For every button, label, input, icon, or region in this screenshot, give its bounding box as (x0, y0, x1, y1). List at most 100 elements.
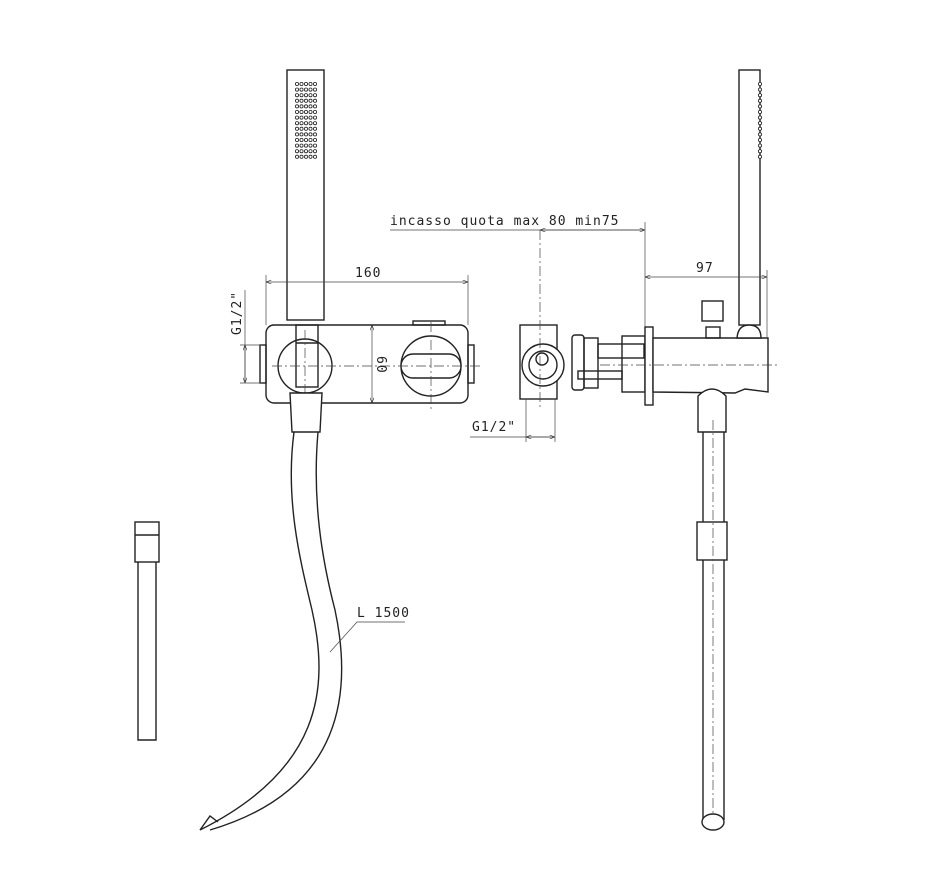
nozzle-dot (303, 132, 308, 137)
nozzle-dot (299, 82, 304, 87)
nozzle-dot (303, 143, 308, 148)
nozzle-dot (294, 98, 299, 103)
nozzle-dot (312, 98, 317, 103)
nozzle-dot (308, 115, 313, 120)
nozzle-dot (303, 110, 308, 115)
nozzle-dot (308, 149, 313, 154)
nozzle-dot (758, 137, 763, 142)
nozzle-dot (303, 87, 308, 92)
left-cap (259, 344, 267, 384)
nozzle-dot (758, 82, 763, 87)
diverter-knob (701, 300, 724, 322)
nozzle-dot (312, 121, 317, 126)
nozzle-dot (303, 126, 308, 131)
nozzle-dot (303, 149, 308, 154)
nozzle-dot (308, 137, 313, 142)
spout-body (652, 337, 769, 394)
hose-leader (329, 621, 405, 653)
nozzle-dot (294, 126, 299, 131)
nozzle-dot (303, 121, 308, 126)
nozzle-dot (294, 154, 299, 159)
height-60-label: 60 (373, 356, 388, 374)
hand-shower-side (738, 69, 761, 326)
spare-hose (134, 521, 160, 741)
projection-97-label: 97 (696, 261, 714, 276)
nozzle-dot (299, 110, 304, 115)
nozzle-dot (294, 149, 299, 154)
nozzle-dot (294, 137, 299, 142)
nozzle-dot (303, 115, 308, 120)
hand-shower-front (286, 69, 325, 321)
hose-nut (134, 521, 160, 563)
nozzle-dot (299, 132, 304, 137)
spray-nozzles-front (294, 82, 317, 159)
nozzle-dot (294, 121, 299, 126)
top-cap (412, 320, 446, 326)
nozzle-dot (294, 132, 299, 137)
nozzle-dot (312, 104, 317, 109)
nozzle-dot (312, 154, 317, 159)
nozzle-dot (294, 104, 299, 109)
nozzle-dot (758, 87, 763, 92)
nozzle-dot (303, 137, 308, 142)
nozzle-dot (308, 104, 313, 109)
hose-end (701, 813, 725, 831)
nozzle-dot (294, 93, 299, 98)
nozzle-dot (312, 126, 317, 131)
nozzle-dot (312, 93, 317, 98)
nozzle-dot (308, 154, 313, 159)
right-cap (467, 344, 475, 384)
nozzle-dot (303, 98, 308, 103)
hose-length-label: L 1500 (357, 606, 410, 621)
nozzle-dot (299, 104, 304, 109)
front-view: 160 G1/2" 60 L 1500 (199, 69, 480, 831)
nozzle-dot (308, 82, 313, 87)
nozzle-dot (312, 149, 317, 154)
recess-depth-label: incasso quota max 80 min75 (390, 214, 620, 229)
nozzle-dot (312, 82, 317, 87)
nozzle-dot (303, 82, 308, 87)
nozzle-dot (758, 149, 763, 154)
nozzle-dot (294, 87, 299, 92)
dim-160-label: 160 (355, 266, 381, 281)
nozzle-dot (312, 115, 317, 120)
nozzle-dot (312, 87, 317, 92)
nozzle-dot (308, 110, 313, 115)
nozzle-dot (312, 143, 317, 148)
inlet-side-label: G1/2" (472, 420, 516, 435)
nozzle-dot (308, 121, 313, 126)
nozzle-dot (299, 149, 304, 154)
nozzle-dot (294, 110, 299, 115)
nozzle-dot (294, 82, 299, 87)
nozzle-dot (312, 132, 317, 137)
nozzle-dot (299, 143, 304, 148)
nozzle-dot (758, 104, 763, 109)
hose-front (199, 431, 320, 831)
nozzle-dot (299, 126, 304, 131)
side-view: incasso quota max 80 min75 97 G1/2" (390, 69, 780, 831)
nozzle-dot (303, 104, 308, 109)
nozzle-dot (758, 115, 763, 120)
nozzle-dot (294, 143, 299, 148)
nozzle-dot (308, 98, 313, 103)
nozzle-dot (299, 137, 304, 142)
nozzle-dot (758, 154, 763, 159)
nozzle-dot (308, 132, 313, 137)
nozzle-dot (303, 93, 308, 98)
nozzle-dot (308, 93, 313, 98)
nozzle-dot (758, 110, 763, 115)
shower-holder (295, 324, 319, 388)
nozzle-dot (299, 154, 304, 159)
nozzle-dot (299, 93, 304, 98)
nozzle-dot (299, 115, 304, 120)
nozzle-dot (308, 143, 313, 148)
nozzle-dot (299, 87, 304, 92)
nozzle-dot (758, 93, 763, 98)
nozzle-dot (294, 115, 299, 120)
spray-nozzles-side (758, 82, 763, 159)
nozzle-dot (303, 154, 308, 159)
inlet-front-label: G1/2" (230, 291, 245, 335)
nozzle-dot (299, 121, 304, 126)
